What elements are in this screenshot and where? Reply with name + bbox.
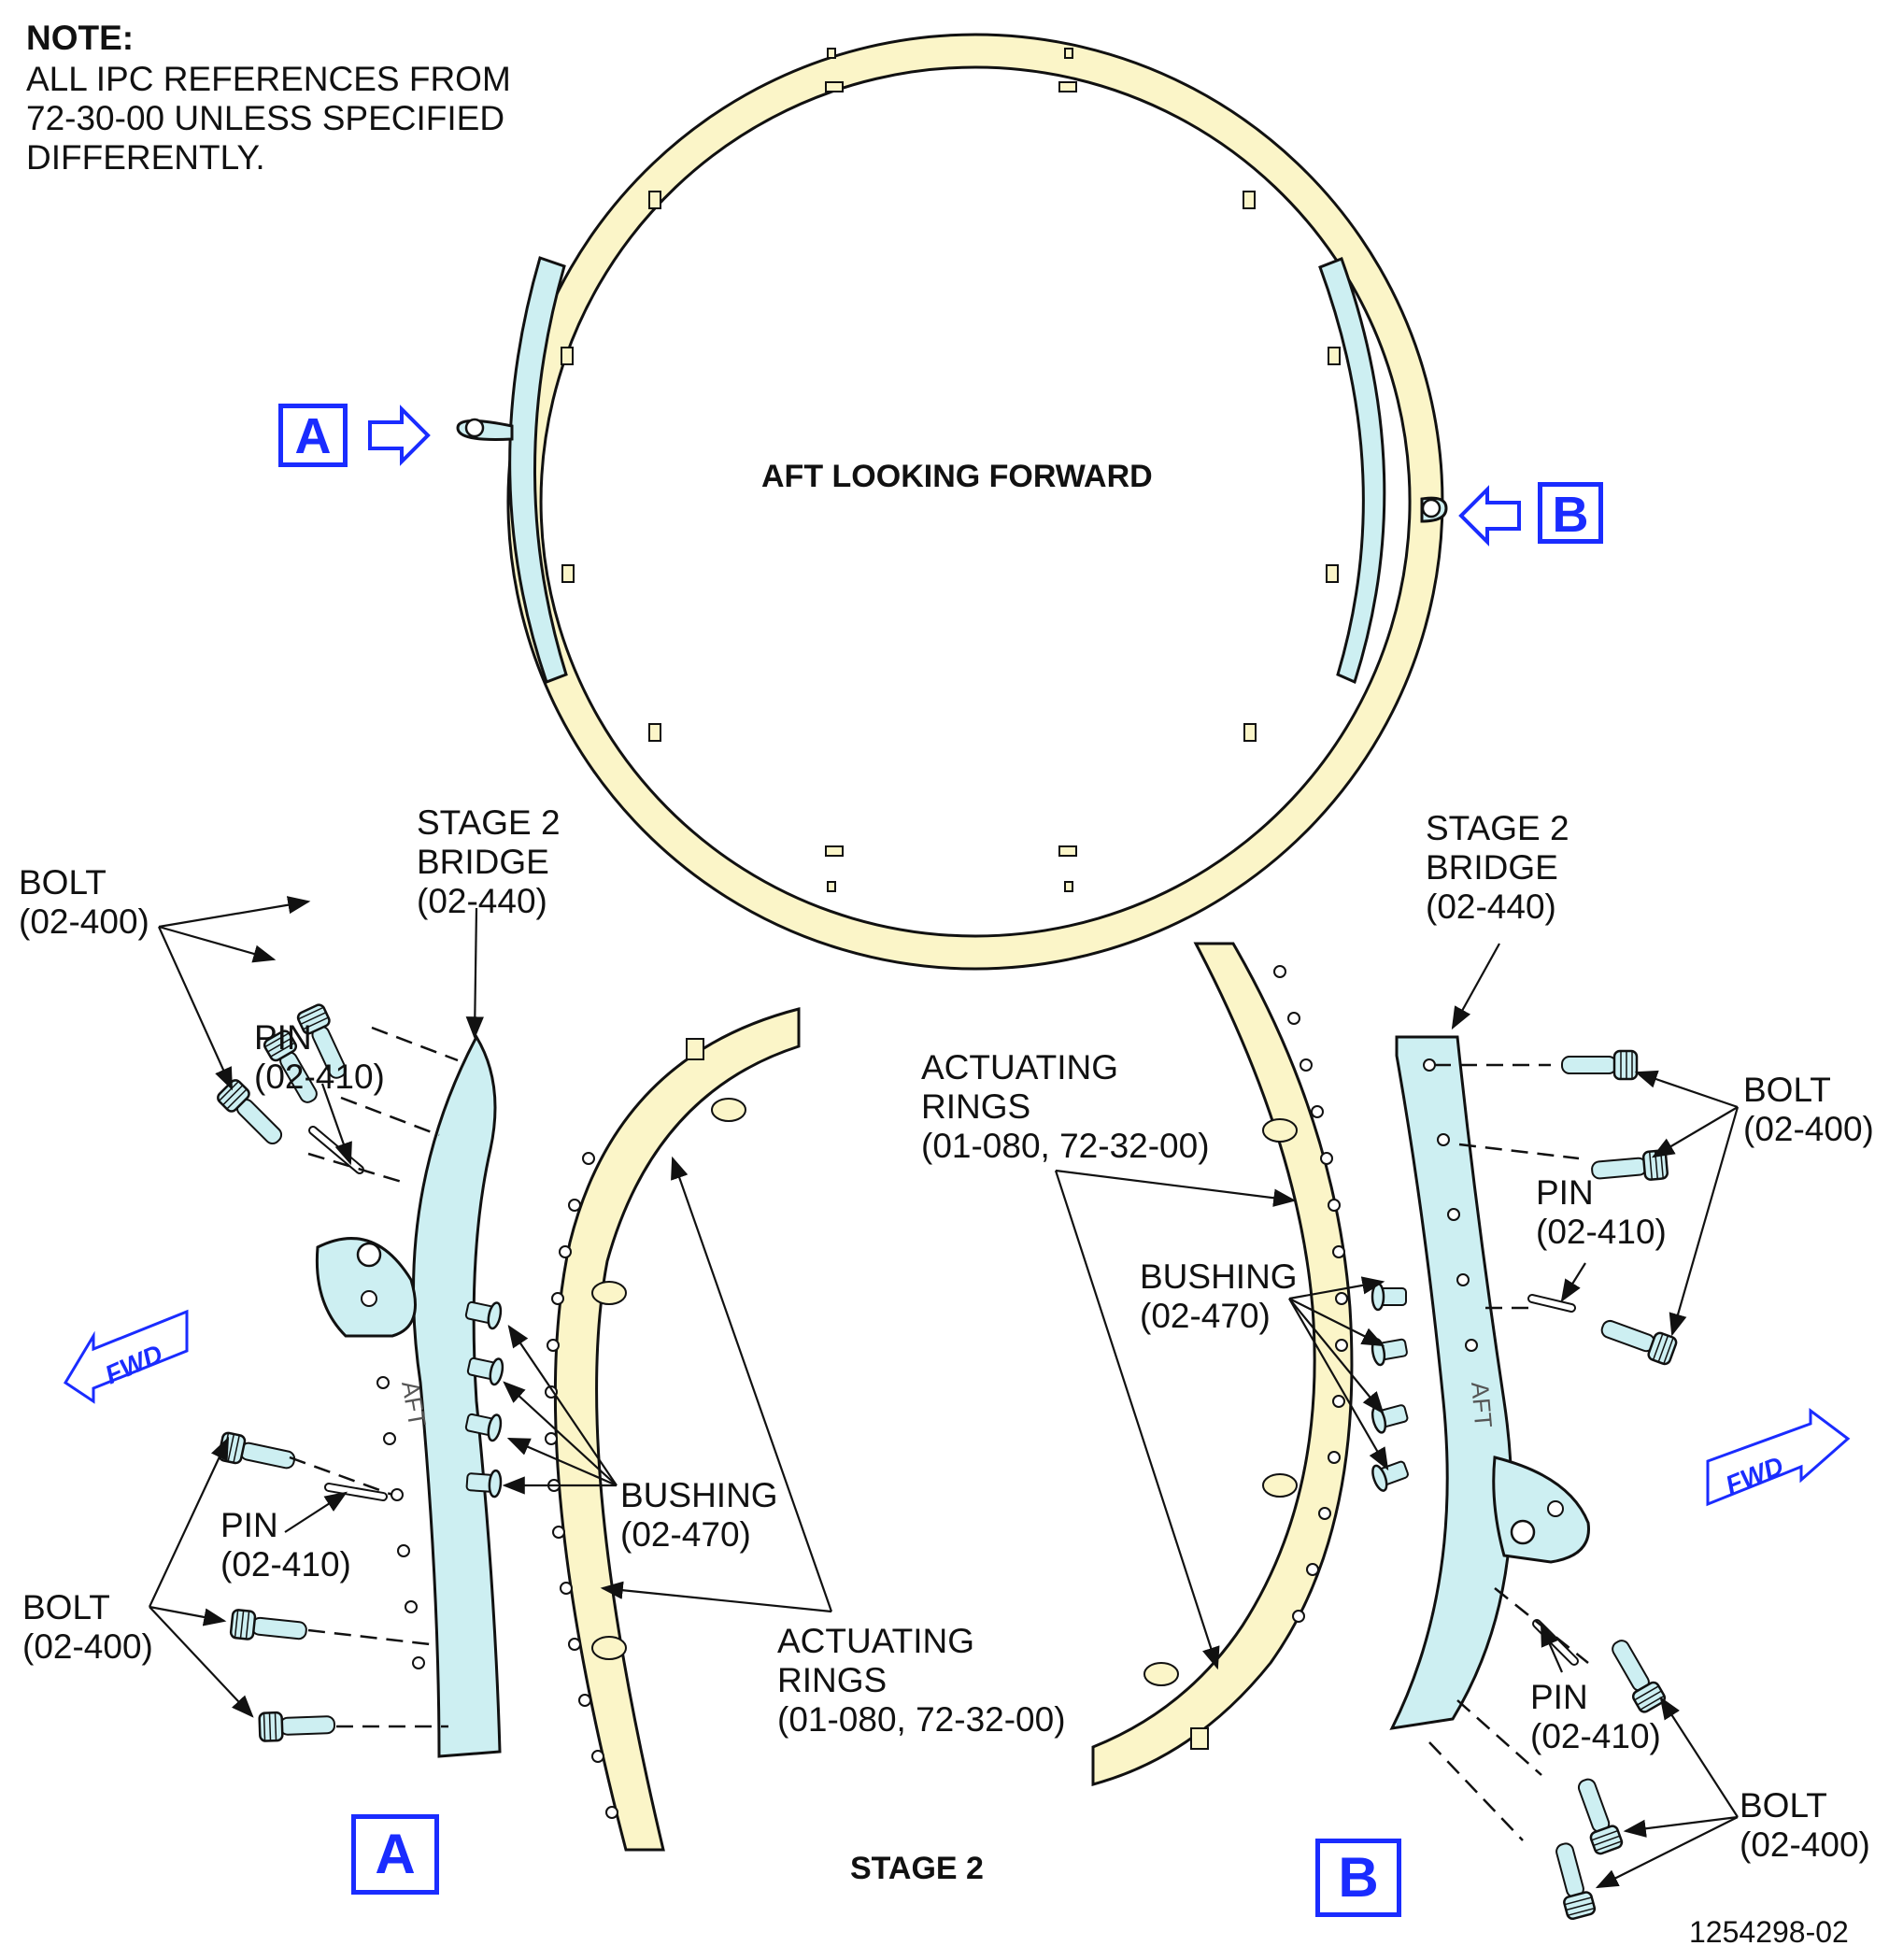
a-bolt-top-label-2: (02-400)	[19, 902, 149, 941]
b-pin-top-label-2: (02-410)	[1536, 1213, 1667, 1251]
a-bolt-bottom-label-2: (02-400)	[22, 1627, 153, 1666]
stage-label: STAGE 2	[850, 1851, 984, 1886]
a-bushing-label-2: (02-470)	[620, 1515, 751, 1554]
a-rings-label-3: (01-080, 72-32-00)	[777, 1700, 1066, 1739]
figure-number: 1254298-02	[1689, 1915, 1849, 1949]
b-bolt-top-label-2: (02-400)	[1743, 1110, 1874, 1148]
note-line-1: ALL IPC REFERENCES FROM	[26, 60, 511, 98]
b-bridge-label-2: BRIDGE	[1426, 848, 1558, 887]
note-heading: NOTE:	[26, 19, 135, 57]
b-rings-label-1: ACTUATING	[921, 1048, 1119, 1087]
bridge-left-main	[508, 256, 568, 684]
main-view-label: AFT LOOKING FORWARD	[761, 459, 1153, 494]
b-bridge-label-3: (02-440)	[1426, 888, 1556, 926]
a-bridge-label-3: (02-440)	[417, 882, 547, 920]
a-rings-label-1: ACTUATING	[777, 1622, 975, 1660]
note-line-2: 72-30-00 UNLESS SPECIFIED	[26, 99, 505, 137]
a-bridge-label-2: BRIDGE	[417, 843, 549, 881]
actuating-ring-main	[506, 33, 1444, 971]
b-bridge-label-1: STAGE 2	[1426, 809, 1569, 847]
b-rings-label-3: (01-080, 72-32-00)	[921, 1127, 1210, 1165]
a-pin-top-label-1: PIN	[254, 1018, 312, 1057]
detail-a: AFT	[149, 896, 833, 1852]
fwd-arrow-a: FWD	[63, 1309, 189, 1404]
svg-text:AFT: AFT	[1466, 1381, 1498, 1429]
a-bushing-label-1: BUSHING	[620, 1476, 778, 1514]
a-bolt-bottom-label-1: BOLT	[22, 1588, 110, 1626]
b-pin-bottom-label-1: PIN	[1530, 1678, 1588, 1716]
callout-b-detail: B	[1315, 1839, 1401, 1917]
actuating-ring-b	[1091, 942, 1354, 1786]
b-bolt-bottom-label-1: BOLT	[1740, 1786, 1827, 1825]
b-bushing-label-1: BUSHING	[1140, 1257, 1298, 1296]
b-rings-label-2: RINGS	[921, 1087, 1031, 1126]
fwd-arrow-b: FWD	[1706, 1408, 1851, 1507]
callout-b-main: B	[1538, 482, 1603, 544]
view-arrow-a	[368, 405, 431, 466]
b-bolt-bottom-label-2: (02-400)	[1740, 1825, 1870, 1864]
main-ring-view	[456, 33, 1448, 971]
callout-a-main: A	[278, 404, 348, 467]
detail-b: AFT	[1054, 942, 1740, 1922]
b-bolt-top-label-1: BOLT	[1743, 1071, 1831, 1109]
stage-2-bridge-b	[1389, 1035, 1513, 1730]
a-bridge-label-1: STAGE 2	[417, 803, 561, 842]
a-pin-bottom-label-1: PIN	[220, 1506, 278, 1544]
a-bolt-top-label-1: BOLT	[19, 863, 107, 902]
view-arrow-b	[1458, 485, 1521, 547]
b-pin-top-label-1: PIN	[1536, 1173, 1594, 1212]
a-rings-label-2: RINGS	[777, 1661, 888, 1699]
note-line-3: DIFFERENTLY.	[26, 138, 265, 177]
actuating-ring-a	[553, 1007, 801, 1852]
a-pin-bottom-label-2: (02-410)	[220, 1545, 351, 1584]
b-bushing-label-2: (02-470)	[1140, 1297, 1271, 1335]
bridge-right-main	[1318, 257, 1386, 685]
a-pin-top-label-2: (02-410)	[254, 1058, 385, 1096]
callout-a-detail: A	[351, 1814, 439, 1895]
b-pin-bottom-label-2: (02-410)	[1530, 1717, 1661, 1755]
